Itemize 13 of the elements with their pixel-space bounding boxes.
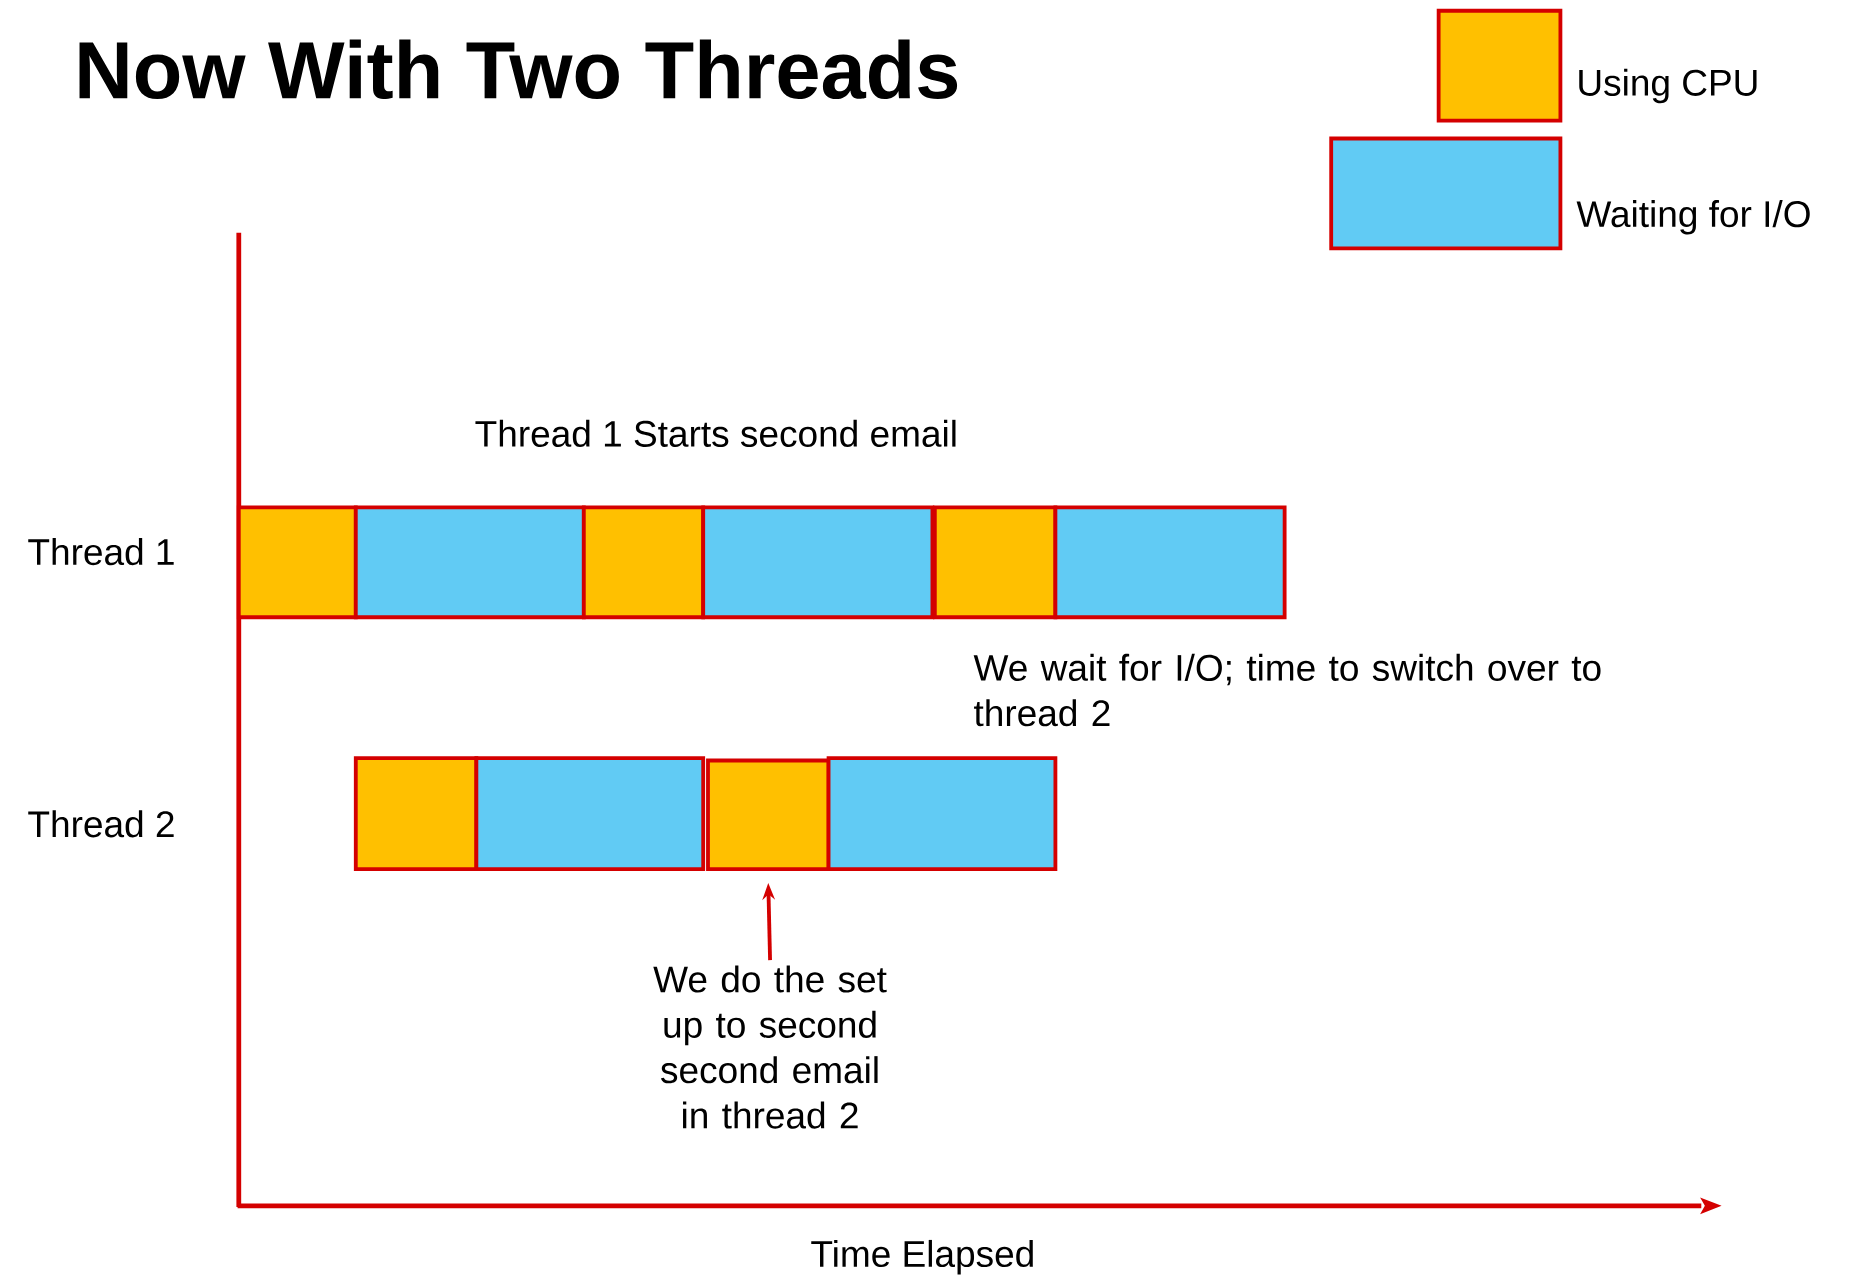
legend-label: Using CPU [1579, 68, 1757, 104]
time-block [474, 756, 706, 872]
label: Thread 2 [28, 810, 174, 838]
title: Now With Two Threads [79, 39, 958, 100]
label: Thread 1 [28, 538, 174, 566]
legend-label: Waiting for I/O [1576, 200, 1810, 235]
annotation-text: We do the set up to second second email in thread 2 [653, 965, 887, 1129]
annotation-text: We wait for I/O; time to switch over to thread 2 [973, 653, 1601, 727]
label: Thread 1 Starts second email [475, 419, 956, 447]
time-block [1053, 505, 1287, 620]
time-block [826, 756, 1058, 872]
label: Time Elapsed [811, 1239, 1033, 1275]
time-block [701, 505, 935, 620]
